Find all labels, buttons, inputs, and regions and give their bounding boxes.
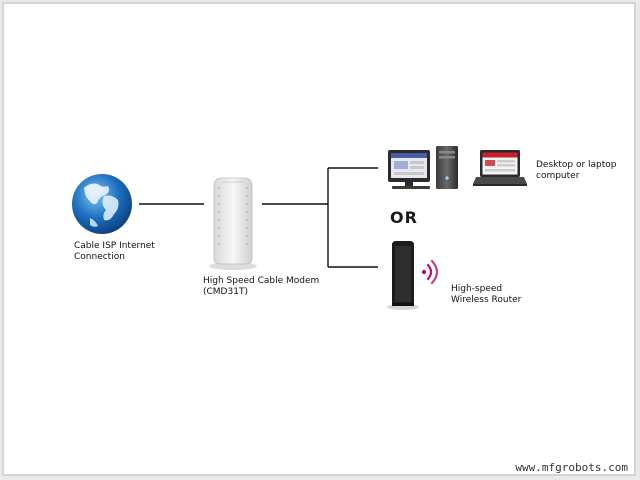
connector-lines	[139, 167, 378, 268]
isp-label-line2: Connection	[74, 252, 125, 262]
isp-label: Cable ISP Internet Connection	[74, 241, 155, 263]
computer-label-line2: computer	[536, 171, 580, 181]
cable-modem-device	[209, 177, 257, 270]
watermark: www.mfgrobots.com	[515, 461, 628, 474]
router-label-line2: Wireless Router	[451, 295, 522, 305]
modem-label: High Speed Cable Modem (CMD31T)	[203, 276, 319, 298]
globe-icon	[72, 174, 132, 234]
router-label-line1: High-speed	[451, 284, 503, 294]
router-label: High-speed Wireless Router	[451, 284, 521, 306]
or-separator: OR	[390, 208, 418, 227]
modem-label-line2: (CMD31T)	[203, 287, 248, 297]
isp-label-line1: Cable ISP Internet	[74, 241, 155, 251]
diagram-frame	[2, 2, 636, 476]
modem-label-line1: High Speed Cable Modem	[203, 276, 320, 286]
wireless-router-icon	[387, 241, 419, 310]
wifi-signal-icon	[421, 259, 439, 285]
laptop-icon	[473, 150, 527, 186]
desktop-computer-icon	[388, 146, 458, 189]
computer-label: Desktop or laptop computer	[536, 160, 617, 182]
computer-label-line1: Desktop or laptop	[536, 160, 617, 170]
